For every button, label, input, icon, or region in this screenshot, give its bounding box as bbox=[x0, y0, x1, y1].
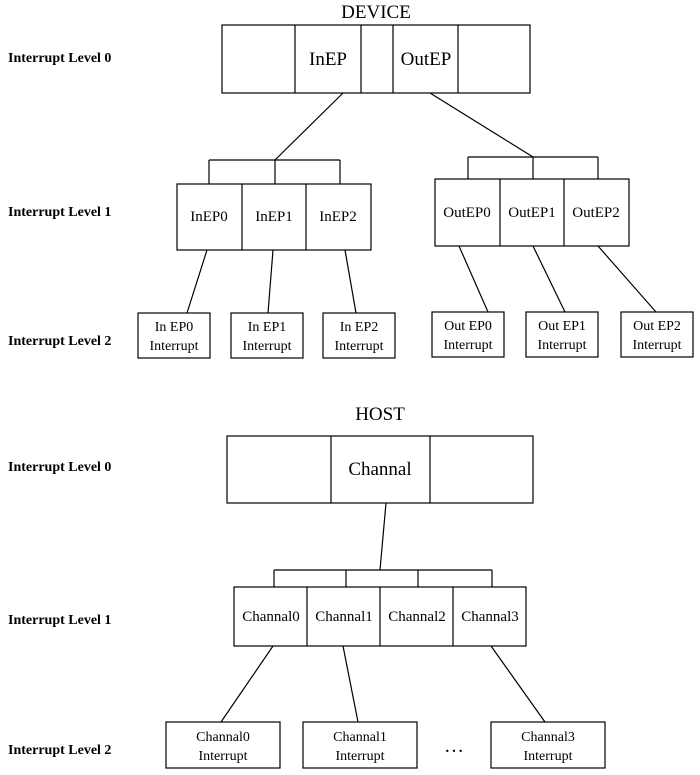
device-connector bbox=[429, 92, 534, 158]
channal0-interrupt-line2: Interrupt bbox=[199, 749, 248, 764]
channal3-interrupt-line2: Interrupt bbox=[524, 749, 573, 764]
out-ep2-interrupt-box bbox=[620, 311, 694, 358]
device-connector bbox=[458, 245, 489, 313]
device-connector bbox=[597, 245, 657, 313]
device-title: DEVICE bbox=[341, 2, 411, 23]
channal3-interrupt-line1: Channal3 bbox=[521, 730, 575, 745]
host-level2-label: Interrupt Level 2 bbox=[8, 743, 111, 758]
host-connector bbox=[220, 645, 274, 723]
in-ep0-interrupt-box bbox=[137, 312, 211, 359]
in-ep1-interrupt-line2: Interrupt bbox=[243, 339, 292, 354]
host-title: HOST bbox=[355, 404, 405, 425]
in-ep0-interrupt-line1: In EP0 bbox=[155, 320, 194, 335]
device-level0-register bbox=[221, 24, 531, 94]
outep2-cell: OutEP2 bbox=[572, 205, 620, 221]
in-ep0-interrupt-line2: Interrupt bbox=[150, 339, 199, 354]
channal1-interrupt-box bbox=[302, 721, 418, 769]
out-ep0-interrupt-line1: Out EP0 bbox=[444, 319, 492, 334]
inep1-cell: InEP1 bbox=[255, 209, 293, 225]
out-ep2-interrupt-line2: Interrupt bbox=[633, 338, 682, 353]
in-ep1-interrupt-box bbox=[230, 312, 304, 359]
host-connector bbox=[490, 645, 546, 723]
out-ep0-interrupt-box bbox=[431, 311, 505, 358]
device-connector bbox=[267, 249, 274, 314]
device-connector bbox=[186, 249, 208, 314]
in-ep2-interrupt-box bbox=[322, 312, 396, 359]
host-level0-cell-channal: Channal bbox=[348, 459, 411, 480]
inep2-cell: InEP2 bbox=[319, 209, 357, 225]
channal2-cell: Channal2 bbox=[388, 609, 446, 625]
outep1-cell: OutEP1 bbox=[508, 205, 556, 221]
channal1-interrupt-line2: Interrupt bbox=[336, 749, 385, 764]
in-ep2-interrupt-line1: In EP2 bbox=[340, 320, 379, 335]
out-ep1-interrupt-line1: Out EP1 bbox=[538, 319, 586, 334]
device-level1-label: Interrupt Level 1 bbox=[8, 205, 111, 220]
in-ep1-interrupt-line1: In EP1 bbox=[248, 320, 287, 335]
channal3-cell: Channal3 bbox=[461, 609, 519, 625]
device-level0-label: Interrupt Level 0 bbox=[8, 51, 111, 66]
out-ep0-interrupt-line2: Interrupt bbox=[444, 338, 493, 353]
device-connector bbox=[532, 245, 566, 313]
host-level0-label: Interrupt Level 0 bbox=[8, 460, 111, 475]
device-level0-cell-outep: OutEP bbox=[401, 49, 452, 70]
out-ep1-interrupt-box bbox=[525, 311, 599, 358]
channal3-interrupt-box bbox=[490, 721, 606, 769]
host-section: HOST Interrupt Level 0 Interrupt Level 1… bbox=[8, 404, 606, 769]
device-section: DEVICE Interrupt Level 0 Interrupt Level… bbox=[8, 2, 694, 359]
device-connector bbox=[344, 249, 357, 314]
ellipsis: … bbox=[444, 735, 464, 757]
host-level0-register bbox=[226, 435, 534, 504]
outep-register bbox=[434, 178, 630, 247]
outep0-cell: OutEP0 bbox=[443, 205, 491, 221]
host-connector bbox=[379, 502, 387, 571]
inep-register bbox=[176, 183, 372, 251]
channal0-interrupt-box bbox=[165, 721, 281, 769]
host-connector bbox=[342, 645, 359, 723]
out-ep1-interrupt-line2: Interrupt bbox=[538, 338, 587, 353]
out-ep2-interrupt-line1: Out EP2 bbox=[633, 319, 681, 334]
device-connector bbox=[274, 92, 344, 161]
channal0-cell: Channal0 bbox=[242, 609, 300, 625]
device-level0-cell-inep: InEP bbox=[309, 49, 347, 70]
channal1-interrupt-line1: Channal1 bbox=[333, 730, 387, 745]
device-level2-label: Interrupt Level 2 bbox=[8, 334, 111, 349]
in-ep2-interrupt-line2: Interrupt bbox=[335, 339, 384, 354]
channal1-cell: Channal1 bbox=[315, 609, 373, 625]
inep0-cell: InEP0 bbox=[190, 209, 228, 225]
channal0-interrupt-line1: Channal0 bbox=[196, 730, 250, 745]
host-level1-label: Interrupt Level 1 bbox=[8, 613, 111, 628]
